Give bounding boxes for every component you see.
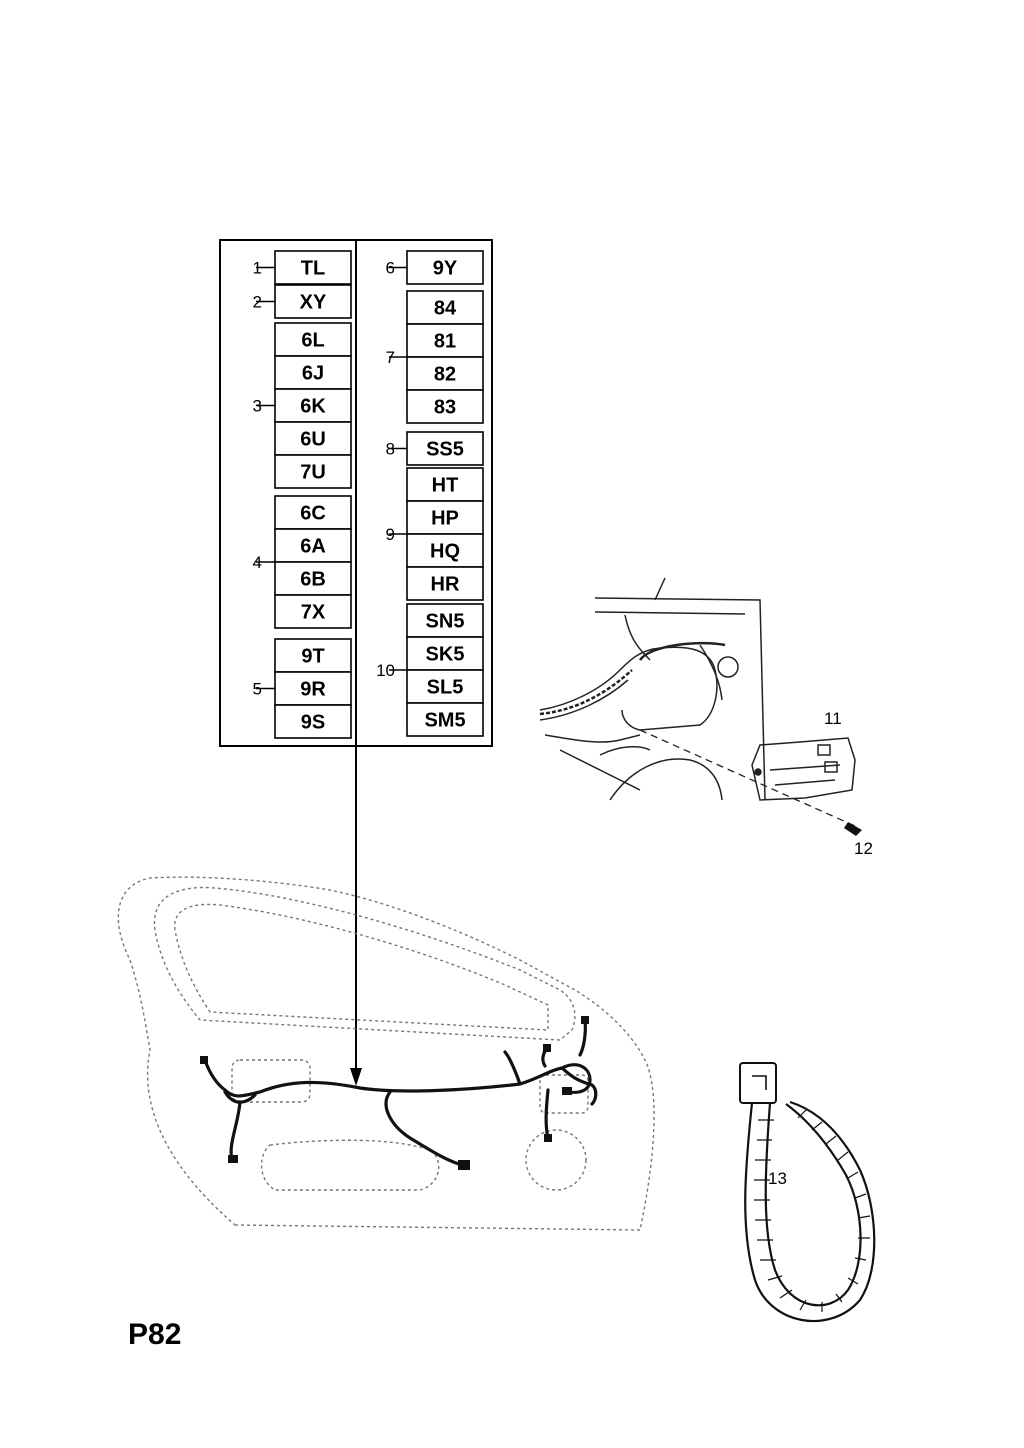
code-box	[406, 323, 484, 358]
cable-tie-callout: 13	[768, 1169, 787, 1188]
option-code-hq: HQ	[430, 541, 460, 563]
option-code-sm5: SM5	[424, 710, 465, 732]
lock-cutout	[539, 1074, 589, 1114]
callout-number: 7	[386, 348, 395, 367]
option-code-sn5: SN5	[426, 611, 465, 633]
door-outline	[117, 876, 655, 1231]
callout-number: 4	[253, 553, 262, 572]
option-code-7u: 7U	[300, 462, 326, 484]
callout-number: 3	[253, 397, 262, 416]
callout-number: 2	[253, 293, 262, 312]
option-code-hr: HR	[431, 574, 460, 596]
code-box	[406, 467, 484, 502]
callout-number: 1	[253, 259, 262, 278]
option-code-81: 81	[434, 331, 456, 353]
option-code-6k: 6K	[300, 396, 326, 418]
option-code-7x: 7X	[301, 602, 326, 624]
option-code-9s: 9S	[301, 712, 325, 734]
callout-number: 6	[386, 259, 395, 278]
option-code-xy: XY	[300, 292, 327, 314]
code-box	[406, 500, 484, 535]
code-box	[274, 284, 352, 319]
left-code-column: TL 1XY 2 6L 6J 6K 6U 7U 3 6C 6A 6B 7X 4 9T 9R 9S 5	[253, 250, 352, 739]
code-box	[274, 671, 352, 706]
lower-cutout	[260, 1139, 440, 1191]
option-code-hp: HP	[431, 508, 459, 530]
option-code-9t: 9T	[301, 646, 324, 668]
harness-connectors	[200, 1016, 589, 1170]
callout-13: 13	[768, 1169, 787, 1188]
right-group-6: 9Y 6	[386, 250, 484, 285]
option-code-ht: HT	[432, 475, 459, 497]
code-box	[274, 594, 352, 629]
option-code-9r: 9R	[300, 679, 326, 701]
option-code-6l: 6L	[301, 330, 324, 352]
speaker-cutout	[525, 1129, 587, 1191]
bracket-illustration	[751, 737, 856, 801]
option-code-tl: TL	[301, 258, 325, 280]
pointer-arrow	[350, 746, 362, 1086]
code-box	[406, 636, 484, 671]
callout-12: 12	[854, 839, 873, 858]
option-code-6a: 6A	[300, 536, 326, 558]
left-group-1: TL 1	[253, 250, 352, 285]
code-box	[406, 356, 484, 391]
callout-number: 8	[386, 440, 395, 459]
code-box	[406, 702, 484, 737]
code-box	[274, 704, 352, 739]
bracket-leader-dashed	[639, 729, 856, 827]
option-code-9y: 9Y	[433, 258, 458, 280]
code-box	[274, 495, 352, 530]
callout-number: 5	[253, 680, 262, 699]
code-box	[406, 566, 484, 601]
body-section-illustration	[539, 577, 766, 801]
code-box	[406, 290, 484, 325]
option-code-82: 82	[434, 364, 456, 386]
option-code-ss5: SS5	[426, 439, 464, 461]
code-box	[406, 389, 484, 424]
code-box	[406, 533, 484, 568]
option-code-84: 84	[434, 298, 457, 320]
left-group-5: 9T 9R 9S 5	[253, 638, 352, 739]
code-box	[274, 322, 352, 357]
window-frame-inner	[174, 903, 549, 1031]
page-identifier: P82	[128, 1318, 182, 1351]
upper-cutout	[231, 1059, 311, 1103]
right-group-8: SS5 8	[386, 431, 484, 466]
right-group-9: HT HP HQ HR 9	[386, 467, 484, 601]
callout-number: 10	[376, 661, 395, 680]
option-code-sk5: SK5	[426, 644, 465, 666]
option-code-sl5: SL5	[427, 677, 464, 699]
bracket-callout: 11	[824, 709, 842, 728]
option-code-83: 83	[434, 397, 456, 419]
code-box	[274, 454, 352, 489]
option-code-6j: 6J	[302, 363, 324, 385]
cable-tie-head	[739, 1062, 777, 1104]
window-frame-outer	[153, 886, 576, 1041]
callout-11: 11	[824, 709, 842, 728]
left-group-4: 6C 6A 6B 7X 4	[253, 495, 352, 629]
callout-number: 9	[386, 525, 395, 544]
cable-tie-illustration	[739, 1062, 876, 1323]
door-panel-illustration	[117, 876, 655, 1231]
right-group-7: 84 81 82 83 7	[386, 290, 484, 424]
screw-icon	[844, 822, 862, 836]
left-group-2: XY 2	[253, 284, 352, 319]
code-box	[274, 528, 352, 563]
wiring-harness	[203, 1018, 598, 1167]
code-box	[406, 669, 484, 704]
option-code-6b: 6B	[300, 569, 326, 591]
option-code-6c: 6C	[300, 503, 326, 525]
left-group-3: 6L 6J 6K 6U 7U 3	[253, 322, 352, 489]
code-box	[274, 561, 352, 596]
option-code-6u: 6U	[300, 429, 326, 451]
screw-callout: 12	[854, 839, 873, 858]
